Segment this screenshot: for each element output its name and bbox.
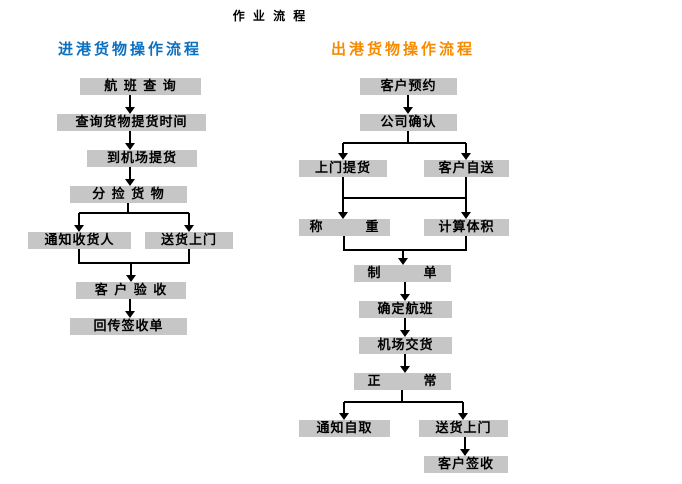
node-customer-acceptance: 客 户 验 收 xyxy=(76,282,186,299)
node-sort-goods: 分 捡 货 物 xyxy=(70,186,187,203)
node-normal-status: 正 常 xyxy=(354,373,451,390)
node-airport-delivery: 机场交货 xyxy=(359,337,452,354)
node-door-delivery-in: 送货上门 xyxy=(145,232,233,249)
node-confirm-flight: 确定航班 xyxy=(359,301,452,318)
node-return-receipt: 回传签收单 xyxy=(70,318,187,335)
node-check-pickup-time: 查询货物提货时间 xyxy=(57,114,206,131)
node-company-confirm: 公司确认 xyxy=(360,114,457,131)
node-door-delivery-out: 送货上门 xyxy=(419,420,508,437)
node-flight-inquiry: 航 班 查 询 xyxy=(80,78,201,95)
node-volume-calc: 计算体积 xyxy=(424,219,509,236)
node-door-pickup: 上门提货 xyxy=(299,160,387,177)
page-title: 作 业 流 程 xyxy=(232,9,308,23)
node-customer-sign: 客户签收 xyxy=(424,456,508,473)
node-notify-self-pickup: 通知自取 xyxy=(299,420,390,437)
node-airport-pickup: 到机场提货 xyxy=(87,150,197,167)
node-documentation: 制 单 xyxy=(354,265,451,282)
outbound-flow-title: 出港货物操作流程 xyxy=(330,40,475,58)
node-customer-booking: 客户预约 xyxy=(360,78,457,95)
inbound-flow-title: 进港货物操作流程 xyxy=(57,40,202,58)
node-customer-dropoff: 客户自送 xyxy=(424,160,509,177)
node-weighing: 称 重 xyxy=(299,219,390,236)
node-notify-consignee: 通知收货人 xyxy=(28,232,131,249)
